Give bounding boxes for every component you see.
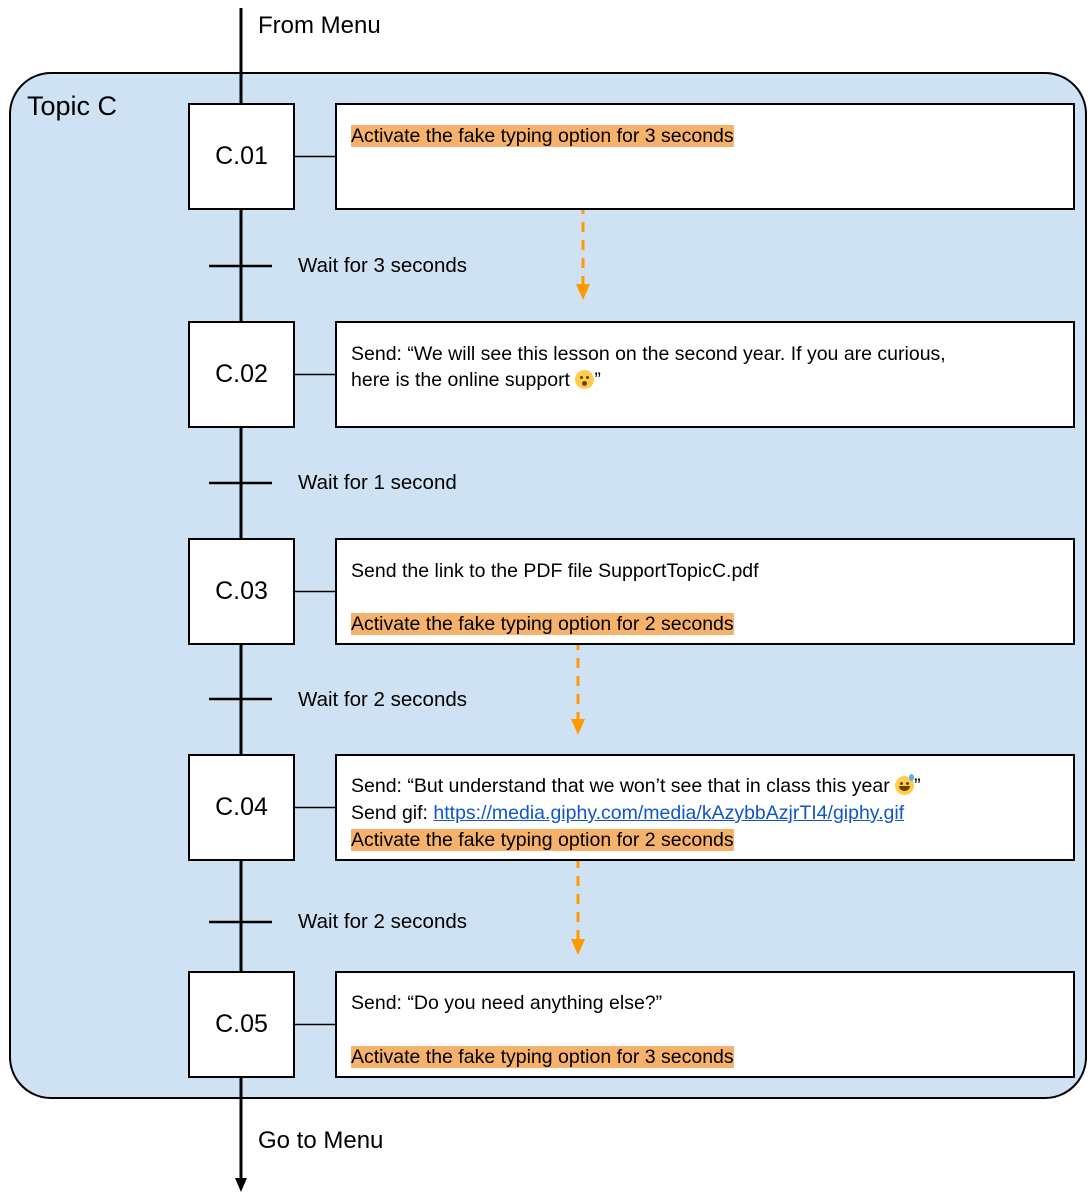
step-id: C.05 [215,1010,268,1038]
action-box-c02: Send: “We will see this lesson on the se… [335,321,1075,428]
action-line: Send the link to the PDF file SupportTop… [351,560,759,583]
fake-typing-instruction: Activate the fake typing option for 2 se… [351,829,734,851]
transition-label: Wait for 1 second [298,471,457,494]
send-gif-prefix: Send gif: [351,802,434,824]
action-line: here is the online support ” [351,369,601,392]
exit-label: Go to Menu [258,1127,384,1154]
step-box-c04: C.04 [188,754,295,861]
gif-link[interactable]: https://media.giphy.com/media/kAzybbAzjr… [433,802,905,824]
fake-typing-instruction: Activate the fake typing option for 3 se… [351,1046,734,1068]
transition-label: Wait for 2 seconds [298,910,468,933]
dashed-arrowhead [576,284,590,300]
action-box-c05: Send: “Do you need anything else?” Activ… [335,971,1075,1078]
step-id: C.02 [215,360,268,388]
action-box-c03: Send the link to the PDF file SupportTop… [335,538,1075,645]
fake-typing-instruction: Activate the fake typing option for 3 se… [351,125,734,147]
send-link-text: Send the link to the PDF file SupportTop… [351,560,759,582]
transition-label: Wait for 2 seconds [298,688,468,711]
entry-label: From Menu [258,12,381,39]
step-id: C.04 [215,793,268,821]
action-line: Send: “But understand that we won’t see … [351,774,921,798]
connectors [295,155,335,1026]
grinning-sweat-emoji-icon [895,774,915,795]
action-line: Activate the fake typing option for 2 se… [351,613,734,636]
send-message-text: Send: “We will see this lesson on the se… [351,343,946,365]
action-line: Send: “Do you need anything else?” [351,992,662,1015]
send-message-text: here is the online support [351,369,576,391]
topic-label: Topic C [27,91,118,121]
action-line: Activate the fake typing option for 3 se… [351,1046,734,1069]
closing-quote: ” [594,369,601,391]
step-box-c05: C.05 [188,971,295,1078]
step-box-c01: C.01 [188,103,295,210]
flow-lines [209,8,272,1192]
step-box-c02: C.02 [188,321,295,428]
send-message-text: Send: “Do you need anything else?” [351,992,663,1014]
dashed-arrowhead [571,719,585,735]
step-id: C.03 [215,577,268,605]
send-message-text: Send: “But understand that we won’t see … [351,775,896,797]
transition-label: Wait for 3 seconds [298,254,468,277]
action-line: Activate the fake typing option for 2 se… [351,829,734,852]
action-line: Send gif: https://media.giphy.com/media/… [351,802,904,825]
exit-arrowhead [235,1178,247,1192]
kissing-face-emoji-icon [575,370,595,389]
action-line: Activate the fake typing option for 3 se… [351,125,734,148]
step-id: C.01 [215,142,268,170]
action-box-c01: Activate the fake typing option for 3 se… [335,103,1075,210]
fake-typing-instruction: Activate the fake typing option for 2 se… [351,613,734,635]
step-box-c03: C.03 [188,538,295,645]
action-line: Send: “We will see this lesson on the se… [351,343,946,366]
closing-quote: ” [914,775,921,797]
action-box-c04: Send: “But understand that we won’t see … [335,754,1075,861]
dashed-arrowhead [571,939,585,955]
